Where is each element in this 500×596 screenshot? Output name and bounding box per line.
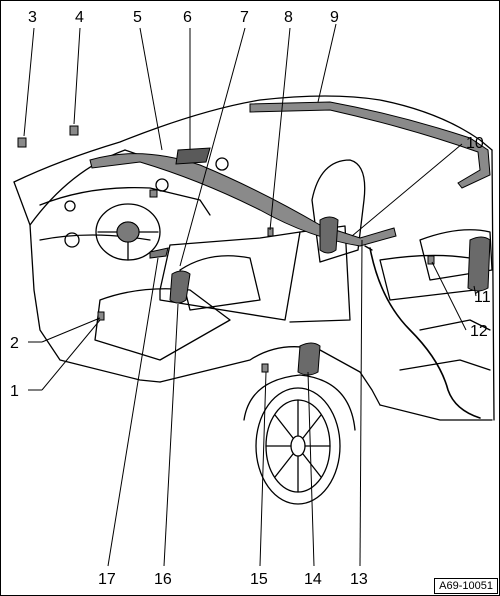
callout-7: 7 [240, 9, 249, 26]
callout-14: 14 [304, 571, 322, 588]
callout-4: 4 [75, 9, 84, 26]
callout-1: 1 [10, 383, 19, 400]
callout-12: 12 [470, 323, 488, 340]
callout-6: 6 [183, 9, 192, 26]
callout-15: 15 [250, 571, 268, 588]
callout-13: 13 [350, 571, 368, 588]
callout-10: 10 [466, 135, 484, 152]
callout-9: 9 [330, 9, 339, 26]
reference-code: A69-10051 [434, 578, 498, 594]
callout-8: 8 [284, 9, 293, 26]
callout-3: 3 [28, 9, 37, 26]
callout-11: 11 [474, 289, 491, 306]
callout-5: 5 [133, 9, 142, 26]
callout-16: 16 [154, 571, 172, 588]
callout-17: 17 [98, 571, 116, 588]
callout-2: 2 [10, 335, 19, 352]
